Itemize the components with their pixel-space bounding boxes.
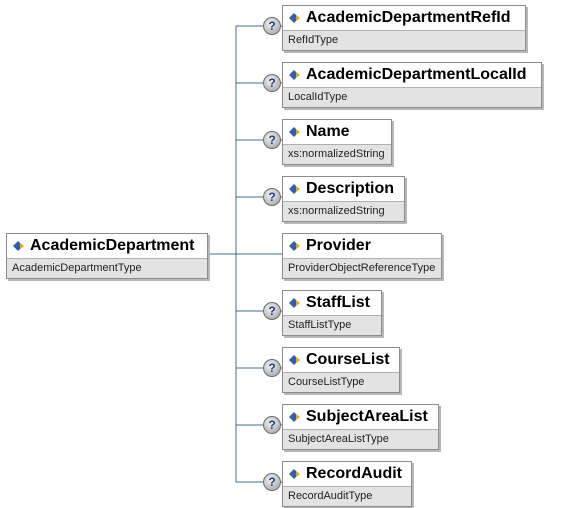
- element-diamond-icon: [289, 355, 300, 365]
- optional-question-icon: ?: [263, 359, 281, 377]
- root-element-node[interactable]: AcademicDepartment AcademicDepartmentTyp…: [6, 233, 208, 279]
- child-element-header: AcademicDepartmentRefId: [283, 6, 525, 30]
- child-element-header: Description: [283, 177, 404, 201]
- child-element-type: StaffListType: [283, 315, 381, 335]
- root-element-header: AcademicDepartment: [7, 234, 207, 258]
- child-element-name: Name: [306, 123, 350, 140]
- child-element-type: CourseListType: [283, 372, 399, 392]
- child-element-name: RecordAudit: [306, 465, 402, 482]
- element-diamond-icon: [13, 241, 24, 251]
- child-element-name: Provider: [306, 237, 371, 254]
- optional-question-icon: ?: [263, 74, 281, 92]
- element-diamond-icon: [289, 13, 300, 23]
- child-element-node[interactable]: Description xs:normalizedString: [282, 176, 405, 222]
- optional-question-icon: ?: [263, 188, 281, 206]
- optional-question-icon: ?: [263, 17, 281, 35]
- child-element-name: CourseList: [306, 351, 390, 368]
- child-element-type: RefIdType: [283, 30, 525, 50]
- child-element-header: AcademicDepartmentLocalId: [283, 63, 541, 87]
- child-element-header: Provider: [283, 234, 441, 258]
- element-diamond-icon: [289, 412, 300, 422]
- element-diamond-icon: [289, 184, 300, 194]
- child-element-type: LocalIdType: [283, 87, 541, 107]
- element-diamond-icon: [289, 127, 300, 137]
- child-element-name: StaffList: [306, 294, 370, 311]
- child-element-header: Name: [283, 120, 391, 144]
- optional-question-icon: ?: [263, 302, 281, 320]
- child-element-type: xs:normalizedString: [283, 144, 391, 164]
- child-element-header: StaffList: [283, 291, 381, 315]
- child-element-type: xs:normalizedString: [283, 201, 404, 221]
- optional-question-icon: ?: [263, 416, 281, 434]
- child-element-type: SubjectAreaListType: [283, 429, 438, 449]
- optional-question-icon: ?: [263, 473, 281, 491]
- child-element-type: ProviderObjectReferenceType: [283, 258, 441, 278]
- child-element-type: RecordAuditType: [283, 486, 411, 506]
- child-element-header: CourseList: [283, 348, 399, 372]
- element-diamond-icon: [289, 469, 300, 479]
- root-element-name: AcademicDepartment: [30, 237, 195, 254]
- child-element-name: Description: [306, 180, 395, 197]
- child-element-name: AcademicDepartmentLocalId: [306, 66, 527, 83]
- optional-question-icon: ?: [263, 131, 281, 149]
- child-element-header: SubjectAreaList: [283, 405, 438, 429]
- child-element-name: AcademicDepartmentRefId: [306, 9, 511, 26]
- element-diamond-icon: [289, 241, 300, 251]
- child-element-name: SubjectAreaList: [306, 408, 428, 425]
- child-element-node[interactable]: Name xs:normalizedString: [282, 119, 392, 165]
- child-element-header: RecordAudit: [283, 462, 411, 486]
- element-diamond-icon: [289, 70, 300, 80]
- element-diamond-icon: [289, 298, 300, 308]
- root-element-type: AcademicDepartmentType: [7, 258, 207, 278]
